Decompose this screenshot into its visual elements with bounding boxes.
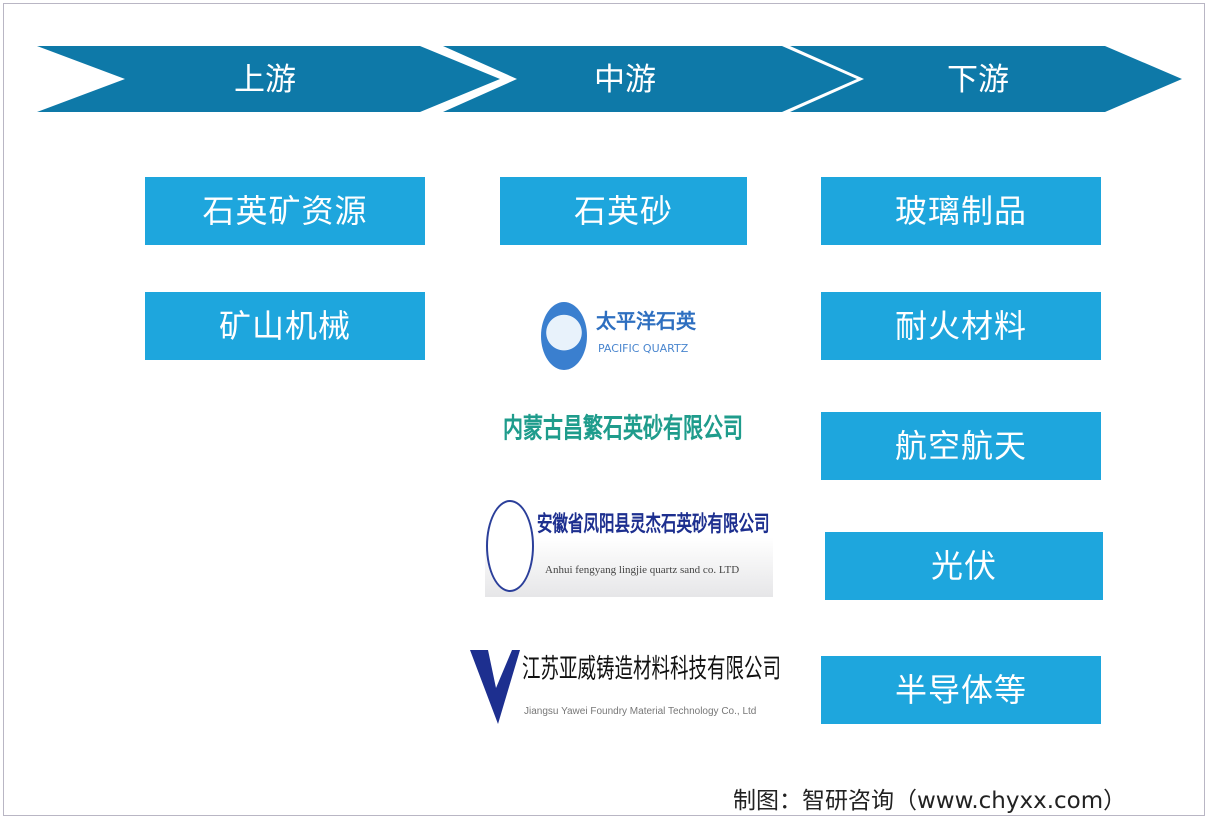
company-name: 太平洋石英 <box>596 309 696 333</box>
company-name-en: PACIFIC QUARTZ <box>598 342 689 355</box>
pacific-quartz-emblem-icon <box>541 302 587 370</box>
stage-arrow-midstream <box>443 46 857 112</box>
upstream-box: 石英矿资源 <box>145 177 425 245</box>
stage-arrows <box>37 46 1182 112</box>
downstream-box: 耐火材料 <box>821 292 1101 360</box>
company-name: 内蒙古昌繁石英砂有限公司 <box>503 411 743 445</box>
stage-label-downstream: 下游 <box>947 62 1009 98</box>
upstream-box: 矿山机械 <box>145 292 425 360</box>
downstream-box: 航空航天 <box>821 412 1101 480</box>
company-name: 安徽省凤阳县灵杰石英砂有限公司 <box>537 511 770 537</box>
lingjie-emblem-icon <box>486 500 534 592</box>
downstream-box: 光伏 <box>825 532 1103 600</box>
stage-label-upstream: 上游 <box>234 62 296 98</box>
diagram-frame <box>3 3 1205 816</box>
source-footer: 制图：智研咨询（www.chyxx.com） <box>733 788 1127 814</box>
downstream-box: 玻璃制品 <box>821 177 1101 245</box>
stage-label-midstream: 中游 <box>594 62 656 98</box>
stage-arrow-downstream <box>790 46 1182 112</box>
stage-arrow-upstream <box>37 46 500 112</box>
midstream-box: 石英砂 <box>500 177 747 245</box>
company-name-en: Jiangsu Yawei Foundry Material Technolog… <box>524 706 757 717</box>
downstream-box: 半导体等 <box>821 656 1101 724</box>
company-name-en: Anhui fengyang lingjie quartz sand co. L… <box>545 564 740 576</box>
yawei-v-icon <box>470 650 520 724</box>
company-name: 江苏亚威铸造材料科技有限公司 <box>522 654 782 685</box>
